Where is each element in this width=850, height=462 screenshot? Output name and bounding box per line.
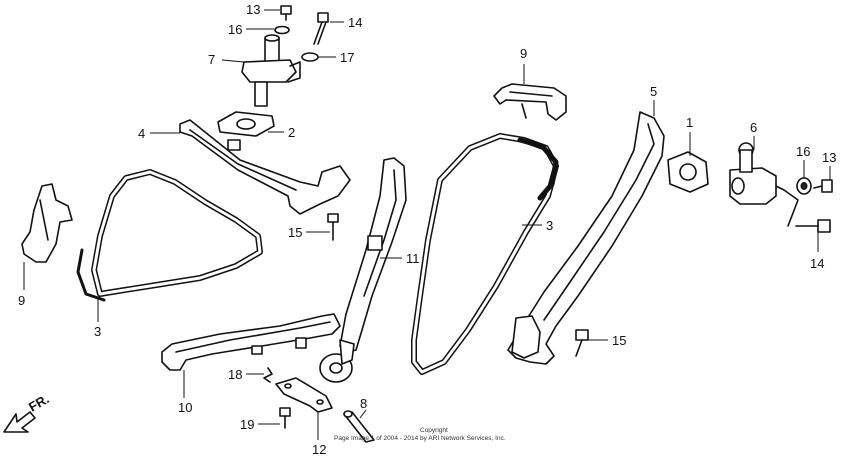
leader-lines (23, 9, 831, 440)
callout-3-right: 3 (546, 218, 553, 233)
tensioner-6[interactable] (729, 142, 799, 227)
callout-7: 7 (208, 52, 215, 67)
copyright-line-1: Copyright (420, 427, 448, 434)
washer-16-upper[interactable] (274, 25, 290, 35)
callout-1: 1 (686, 115, 693, 130)
callout-9-left: 9 (18, 293, 25, 308)
chain-guide-10[interactable] (161, 313, 341, 371)
callout-11: 11 (406, 251, 420, 266)
callout-13-right: 13 (822, 150, 836, 165)
cam-chain-3-right[interactable] (411, 133, 559, 375)
bolt-19[interactable] (279, 407, 291, 429)
washer-17[interactable] (301, 52, 319, 62)
callout-12: 12 (312, 442, 326, 457)
callout-9-right: 9 (520, 46, 527, 61)
chain-guide-4[interactable] (179, 119, 351, 215)
tensioner-lifter-7[interactable] (241, 34, 301, 107)
chain-guide-5[interactable] (507, 111, 665, 365)
front-direction-label: FR. (26, 391, 52, 414)
front-direction-arrow-icon (3, 411, 36, 433)
chain-guide-9-right[interactable] (493, 83, 567, 121)
callout-18: 18 (228, 367, 242, 382)
bracket-12[interactable] (275, 377, 333, 413)
callout-5: 5 (650, 84, 657, 99)
cam-chain-3-left[interactable] (76, 169, 263, 302)
callout-13-upper: 13 (246, 2, 260, 17)
chain-guide-9-left[interactable] (21, 183, 73, 263)
callout-15-right: 15 (612, 333, 626, 348)
gasket-2[interactable] (217, 111, 275, 137)
bolt-13-upper[interactable] (280, 5, 292, 21)
pin-8[interactable] (343, 410, 375, 443)
chain-guide-11[interactable] (319, 157, 407, 383)
callout-19: 19 (240, 417, 254, 432)
bolt-15-upper[interactable] (327, 213, 339, 241)
callout-10: 10 (178, 400, 192, 415)
callout-2: 2 (288, 125, 295, 140)
callout-17: 17 (340, 50, 354, 65)
callout-16-right: 16 (796, 144, 810, 159)
copyright-line-2: Page Image 1 of 2004 - 2014 by ARI Netwo… (334, 435, 506, 442)
clip-18[interactable] (263, 367, 273, 383)
bolt-15-right[interactable] (575, 329, 589, 357)
callout-8: 8 (360, 396, 367, 411)
callout-15-upper: 15 (288, 225, 302, 240)
callout-14-upper: 14 (348, 15, 362, 30)
callout-4: 4 (138, 126, 145, 141)
callout-3-left: 3 (94, 324, 101, 339)
bolt-14-upper[interactable] (313, 12, 329, 45)
callout-14-right: 14 (810, 256, 824, 271)
bolt-13-right[interactable] (813, 179, 833, 193)
gasket-1[interactable] (667, 151, 709, 193)
washer-16-right[interactable] (796, 177, 812, 195)
bolt-14-right[interactable] (795, 219, 831, 233)
callout-16-upper: 16 (228, 22, 242, 37)
callout-6: 6 (750, 120, 757, 135)
